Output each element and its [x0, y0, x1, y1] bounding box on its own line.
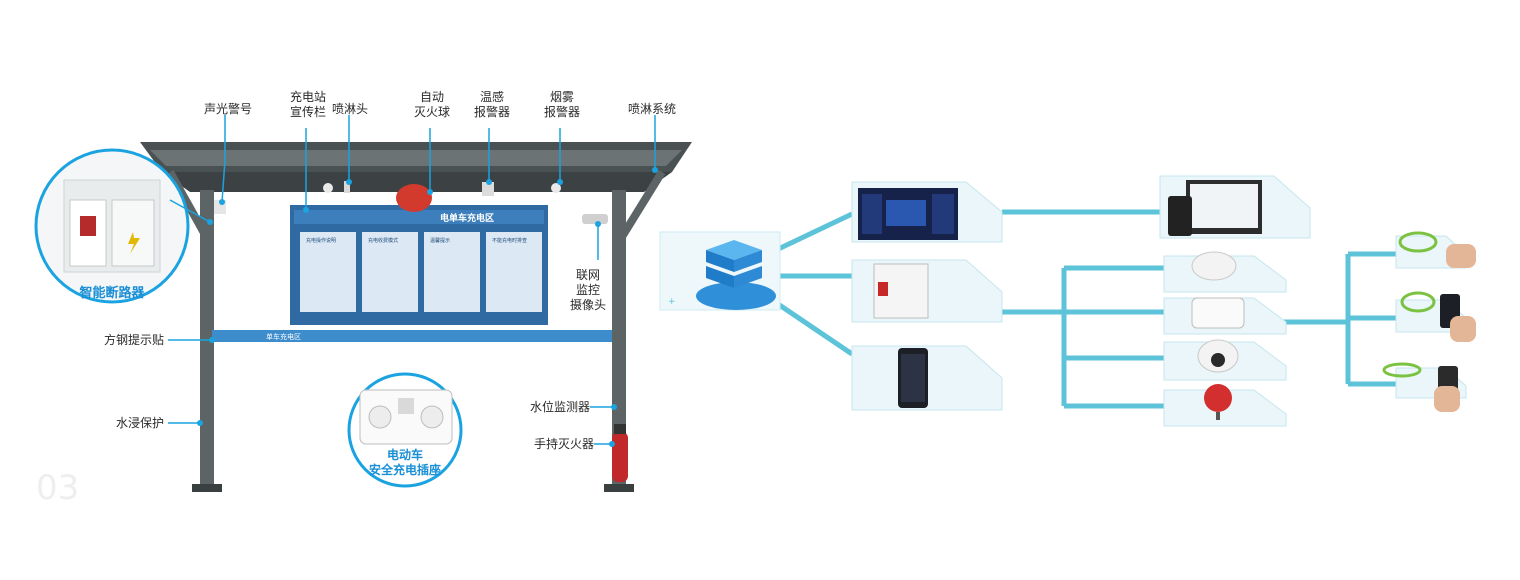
label-sprinkler-system: 喷淋系统	[628, 102, 676, 117]
label-camera-line2: 监控	[568, 283, 608, 298]
board-panel-2: 充电收费模式	[368, 237, 398, 244]
page-number: 03	[36, 468, 79, 508]
fire-ball	[396, 184, 432, 212]
label-smoke-alarm-line2: 报警器	[540, 105, 584, 120]
socket-caption-line1: 电动车	[355, 448, 455, 463]
extinguisher-body	[612, 432, 628, 482]
label-extinguisher: 手持灭火器	[534, 437, 594, 452]
billboard-title: 电单车充电区	[440, 212, 494, 224]
socket-caption-line2: 安全充电插座	[355, 463, 455, 478]
breaker-caption: 智能断路器	[62, 286, 162, 301]
label-camera: 联网 监控 摄像头	[568, 268, 608, 313]
board-panel-4: 不能充电时排查	[492, 237, 527, 244]
label-station-board-line1: 充电站	[288, 90, 328, 105]
board-panel-1: 充电操作说明	[306, 237, 336, 244]
label-temp-alarm-line2: 报警器	[470, 105, 514, 120]
label-sound-light-alarm: 声光警号	[204, 102, 252, 117]
label-camera-line3: 摄像头	[568, 298, 608, 313]
label-station-board: 充电站 宣传栏	[288, 90, 328, 120]
label-steel-sticker: 方钢提示贴	[104, 333, 164, 348]
label-fire-ball-line1: 自动	[410, 90, 454, 105]
label-station-board-line2: 宣传栏	[288, 105, 328, 120]
board-panel-3: 温馨提示	[430, 237, 450, 244]
label-smoke-alarm: 烟雾 报警器	[540, 90, 584, 120]
label-temp-alarm: 温感 报警器	[470, 90, 514, 120]
svg-text:+: +	[668, 297, 676, 307]
strip-text: 单车充电区	[266, 332, 301, 341]
label-temp-alarm-line1: 温感	[470, 90, 514, 105]
socket-caption: 电动车 安全充电插座	[355, 448, 455, 478]
label-camera-line1: 联网	[568, 268, 608, 283]
label-flood-protect: 水浸保护	[116, 416, 164, 431]
label-sprinkler-head: 喷淋头	[332, 102, 368, 117]
label-fire-ball-line2: 灭火球	[410, 105, 454, 120]
label-smoke-alarm-line1: 烟雾	[540, 90, 584, 105]
label-fire-ball: 自动 灭火球	[410, 90, 454, 120]
label-water-level: 水位监测器	[530, 400, 590, 415]
camera	[582, 214, 608, 224]
